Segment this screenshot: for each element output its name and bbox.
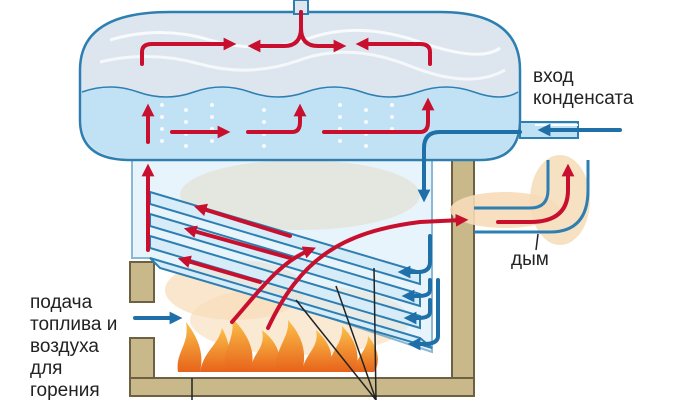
steam-swirl — [99, 50, 506, 81]
downcomer-arrow — [407, 278, 440, 351]
flame — [224, 318, 253, 372]
flames — [177, 318, 378, 372]
label-line: подача — [30, 292, 93, 313]
rise-arrow — [246, 103, 307, 134]
label-line: конденсата — [533, 88, 634, 109]
flame — [302, 330, 332, 372]
label-line: дым — [511, 249, 549, 270]
downcomer-arrow — [401, 278, 432, 303]
tube-flow-arrow — [183, 225, 292, 260]
tube-flow-arrow — [193, 203, 292, 238]
label-line: вход — [533, 66, 574, 87]
hot-gas-arrow — [230, 246, 316, 324]
downcomer-arrow — [397, 234, 432, 279]
condensate-inlet-label: вход конденсата — [533, 66, 633, 110]
flame — [250, 330, 280, 372]
cold-flow-arrows — [133, 123, 622, 351]
hot-flow-arrows — [140, 10, 575, 330]
rise-arrow — [322, 97, 435, 134]
furnace-right-wall — [451, 159, 475, 393]
flame — [177, 322, 202, 372]
smoke-label: дым — [511, 249, 549, 271]
fire-tube — [149, 257, 433, 349]
flame — [275, 320, 305, 372]
hot-gas-arrow — [266, 213, 469, 330]
downcomer-arrow — [417, 130, 522, 203]
label-line: воздуха — [30, 336, 99, 357]
steam-flow-arrow — [299, 10, 347, 53]
flue-gas-arrow — [496, 163, 575, 224]
fire-tubes — [149, 190, 433, 349]
tubes-leader — [295, 299, 377, 400]
tubes-leader — [373, 267, 377, 400]
leader-lines — [191, 233, 539, 400]
fuel-air-supply-label: подача топлива и воздуха для горения — [30, 292, 117, 402]
flame — [328, 326, 358, 372]
label-line: горения — [30, 380, 100, 401]
downcomer-arrow — [403, 298, 432, 325]
furnace-walls — [129, 159, 475, 397]
flame — [354, 336, 378, 372]
steam-drum — [78, 0, 522, 162]
water-surface — [81, 86, 519, 98]
smoke-leader — [535, 233, 539, 251]
furnace-floor — [129, 377, 475, 397]
tube-flow-arrow — [177, 255, 262, 284]
flue-wall — [474, 160, 590, 234]
label-line: для — [30, 358, 63, 379]
flue-wall — [474, 160, 550, 210]
steam-flow-arrow — [355, 37, 432, 66]
steam-flow-arrow — [140, 37, 237, 66]
flue-outlet — [474, 160, 590, 234]
tubes-leader — [335, 285, 377, 400]
flame — [200, 328, 230, 372]
steam-swirl — [109, 28, 501, 56]
furnace-left-upper-wall — [129, 261, 155, 303]
label-line: топлива и — [30, 314, 118, 335]
